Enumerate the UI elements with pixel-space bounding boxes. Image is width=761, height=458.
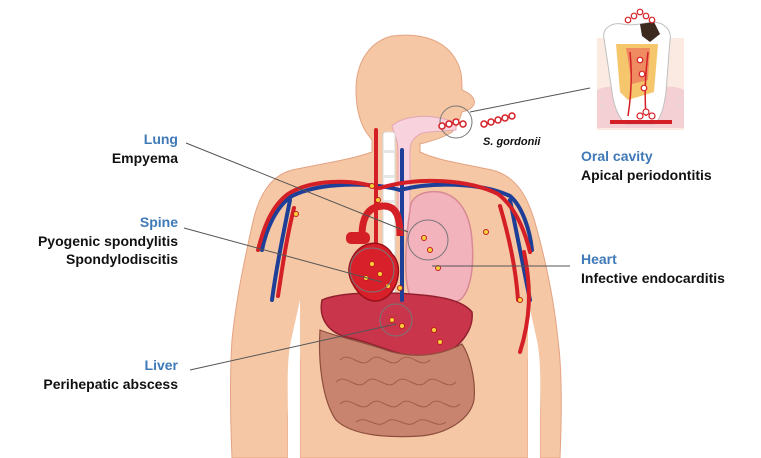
label-lung-organ: Lung xyxy=(143,131,178,147)
label-heart-disease: Infective endocarditis xyxy=(581,270,725,286)
label-spine-organ: Spine xyxy=(139,214,178,230)
leader-oral xyxy=(469,87,591,113)
callout-liver xyxy=(379,303,413,337)
callout-heart xyxy=(349,247,395,293)
body-silhouette xyxy=(230,34,562,458)
callout-lung xyxy=(407,219,449,261)
tooth-inset xyxy=(597,8,684,130)
aorta-body xyxy=(346,232,370,244)
lung xyxy=(405,190,474,305)
callout-oral xyxy=(439,105,473,139)
leader-lung xyxy=(185,142,409,233)
label-oral-organ: Oral cavity xyxy=(581,148,653,164)
label-spine-disease-1: Pyogenic spondylitis xyxy=(37,233,178,249)
label-liver-disease: Perihepatic abscess xyxy=(43,376,178,392)
left-arm-gap xyxy=(287,300,300,458)
label-oral-disease: Apical periodontitis xyxy=(581,167,712,183)
label-lung-disease: Empyema xyxy=(111,150,178,166)
label-heart-organ: Heart xyxy=(581,251,617,267)
right-arm-gap xyxy=(528,300,541,458)
leader-spine xyxy=(183,227,383,283)
liver xyxy=(320,292,473,359)
label-spine-disease-2: Spondylodiscitis xyxy=(65,251,178,267)
trachea xyxy=(391,115,457,231)
aortic-arch xyxy=(358,202,404,237)
label-bacterium: S. gordonii xyxy=(483,136,541,148)
label-liver-organ: Liver xyxy=(144,357,178,373)
intestines xyxy=(318,329,475,438)
leader-liver xyxy=(189,323,397,371)
